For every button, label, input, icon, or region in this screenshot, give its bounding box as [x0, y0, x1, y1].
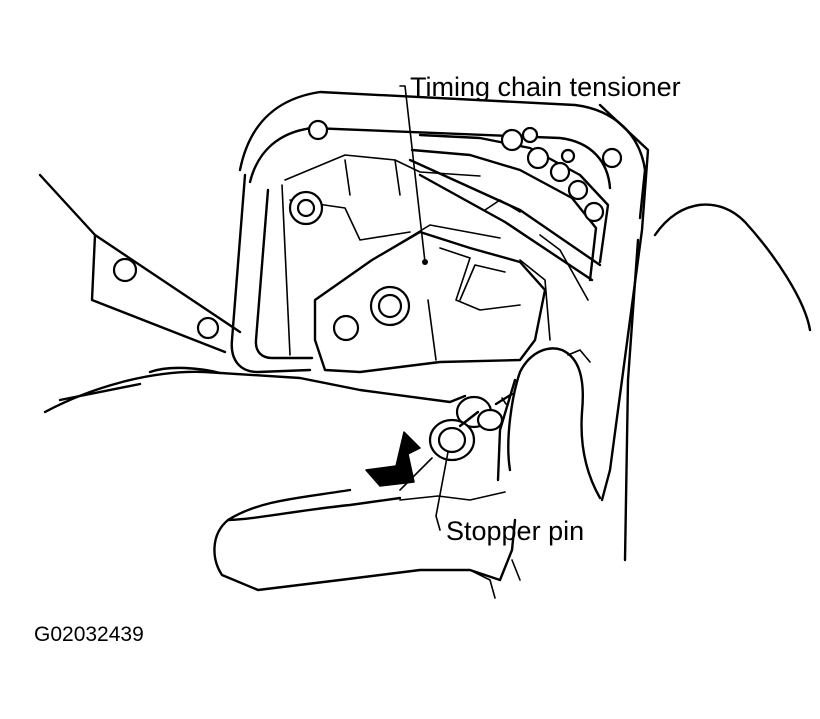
engine-housing — [230, 90, 647, 374]
chain-guide — [408, 158, 602, 301]
tensioner-label: Timing chain tensioner — [410, 72, 681, 102]
stopper-pin — [428, 392, 514, 462]
left-bracket — [38, 173, 242, 354]
hands — [43, 347, 602, 599]
figure-code: G02032439 — [34, 623, 144, 646]
timing-chain — [410, 126, 610, 282]
tensioner-leader — [399, 85, 426, 263]
tensioner-body — [313, 224, 551, 374]
stopper-pin-leader — [435, 451, 449, 531]
leader-lines — [399, 85, 449, 531]
pull-direction-arrow-icon — [365, 431, 433, 491]
stopper-pin-label: Stopper pin — [446, 516, 584, 546]
engine-contour-right — [598, 103, 812, 562]
